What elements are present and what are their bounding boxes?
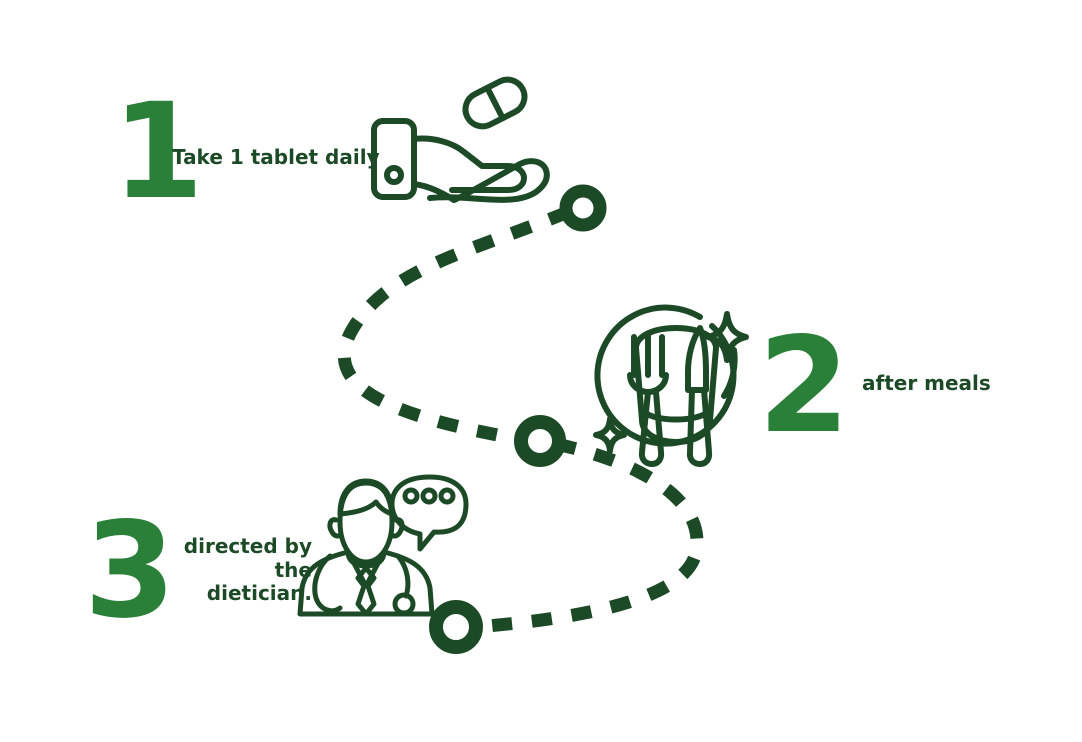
speech-dot-3 (438, 487, 456, 505)
speech-bubble-icon (389, 474, 469, 552)
hand-palm-path (411, 135, 527, 193)
stethoscope-icon (312, 553, 416, 616)
step-label-1: Take 1 tablet daily (172, 145, 380, 169)
speech-dot-2 (420, 487, 438, 505)
capsule-pill-icon (462, 76, 528, 130)
step-number-1: 1 (112, 75, 204, 229)
path-ring-marker-2 (514, 415, 566, 467)
step-label-2: after meals (862, 371, 991, 395)
plate-outer-ring-arc2 (721, 347, 738, 399)
step-label-3-line-1: directed by the (183, 534, 312, 582)
dietician-head-icon (327, 478, 405, 565)
step-number-2: 2 (758, 309, 850, 463)
path-ring-markers (429, 184, 607, 654)
path-ring-marker-1 (559, 184, 607, 232)
sparkle-large-icon (705, 311, 749, 363)
step-label-3-line-2: dietician. (206, 581, 312, 606)
dashed-path-segment-top (337, 205, 571, 447)
path-ring-marker-3 (429, 600, 483, 654)
hand-thumb-path (411, 158, 550, 203)
knife-icon (685, 325, 713, 467)
step-label-3: directed by the dietician. (140, 534, 312, 606)
speech-dot-1 (402, 487, 420, 505)
dietician-tie-icon (355, 565, 377, 617)
sleeve-icon (371, 118, 417, 200)
fork-icon (627, 332, 669, 467)
sparkle-small-icon (593, 416, 627, 454)
step-number-3: 3 (84, 494, 176, 648)
